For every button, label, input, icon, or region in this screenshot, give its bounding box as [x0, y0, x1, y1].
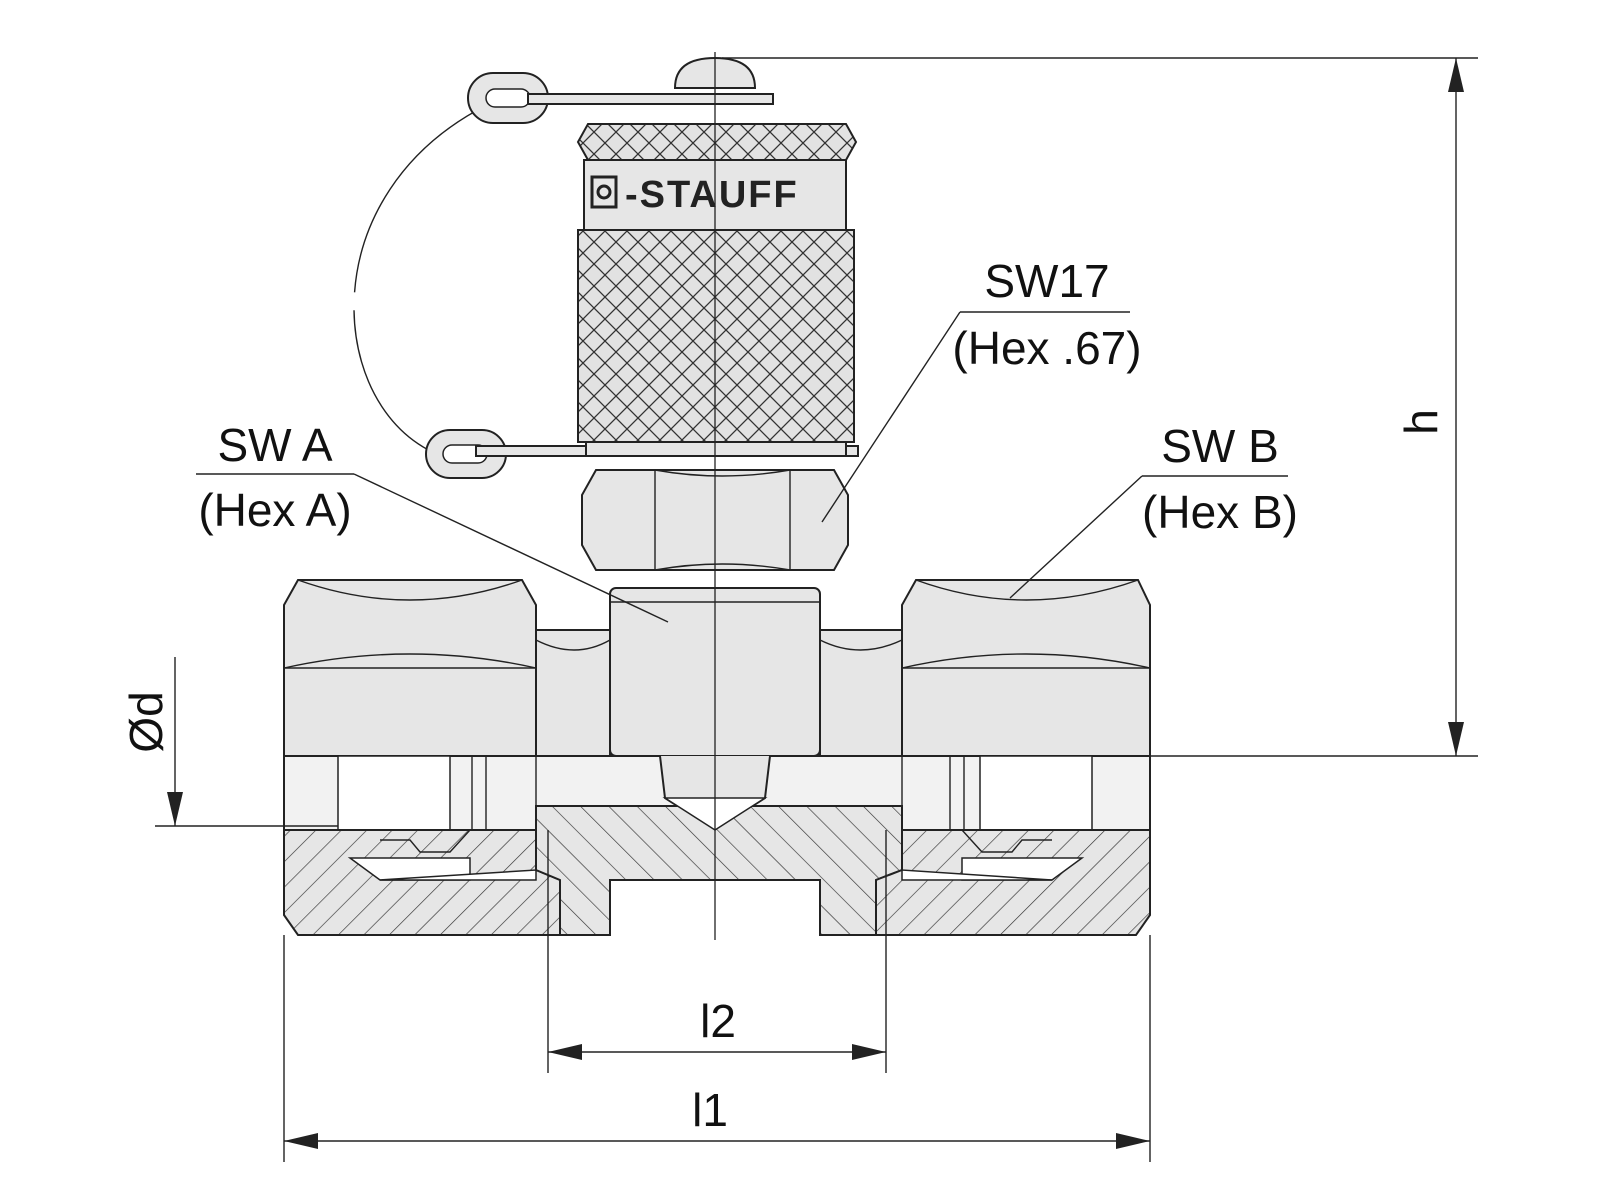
- neck-right: [819, 629, 903, 757]
- dimension-l2: l2: [547, 830, 887, 1073]
- dimension-l1-label: l1: [692, 1084, 728, 1136]
- dust-cap: -STAUFF: [576, 56, 858, 457]
- callout-swa: SW A (Hex A): [196, 419, 669, 623]
- section-view: [283, 755, 1151, 936]
- dimension-l2-label: l2: [700, 995, 736, 1047]
- cap-knurl-ring: [576, 123, 858, 161]
- callout-swa-hex: (Hex A): [198, 484, 351, 536]
- dimension-l1: l1: [283, 935, 1151, 1162]
- callout-sw17: SW17 (Hex .67): [821, 255, 1142, 523]
- callout-swa-label: SW A: [217, 419, 332, 471]
- dimension-od: Ød: [120, 657, 338, 827]
- neck-left: [535, 629, 611, 757]
- callout-swb: SW B (Hex B): [1009, 420, 1298, 599]
- brand-text: -STAUFF: [625, 174, 799, 216]
- cap-base: [585, 441, 847, 457]
- dimension-h: h: [722, 57, 1478, 757]
- cap-knurl-body: [577, 229, 855, 443]
- chain-strap-top: [527, 93, 774, 105]
- nut-hex-b: [901, 579, 1151, 757]
- callout-swb-label: SW B: [1161, 420, 1279, 472]
- dimension-od-label: Ød: [120, 691, 172, 752]
- callout-sw17-label: SW17: [984, 255, 1109, 307]
- stauff-logo-icon: [590, 175, 618, 209]
- callout-swb-hex: (Hex B): [1142, 486, 1298, 538]
- callout-sw17-hex: (Hex .67): [952, 322, 1141, 374]
- dimension-h-label: h: [1395, 409, 1447, 435]
- nut-hex-a: [283, 579, 537, 757]
